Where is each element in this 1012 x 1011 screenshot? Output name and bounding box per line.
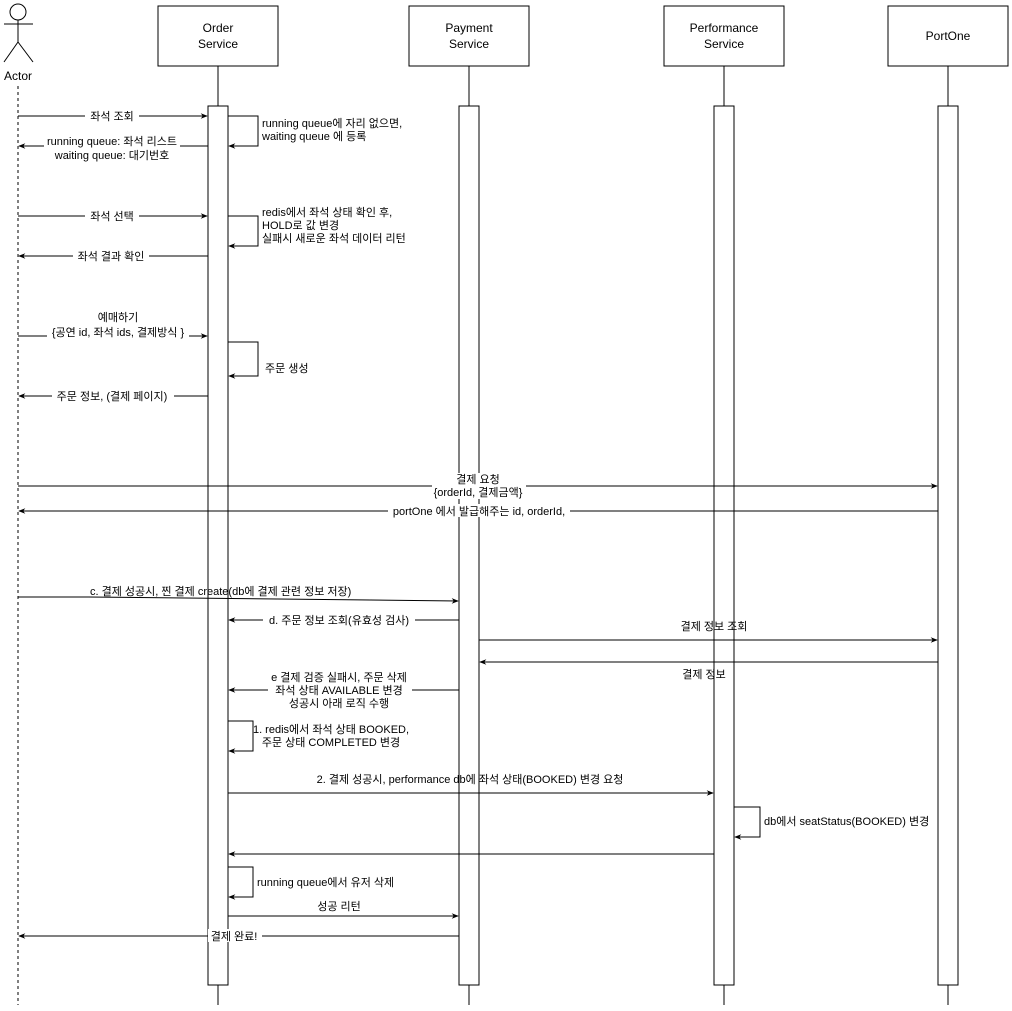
message-label: redis에서 좌석 상태 확인 후,: [262, 206, 392, 219]
participant-box: [663, 5, 785, 67]
self-arrow: [734, 806, 761, 840]
participant-box: [408, 5, 530, 67]
message-label: 실패시 새로운 좌석 데이터 리턴: [262, 232, 406, 245]
activation-bar: [458, 105, 480, 986]
message-label: c. 결제 성공시, 찐 결제 create(db에 결제 관련 정보 저장): [90, 585, 351, 598]
participant-order-service[interactable]: Order Service: [157, 5, 279, 1005]
message-label: 주문 상태 COMPLETED 변경: [262, 736, 400, 749]
message-label: waiting queue: 대기번호: [54, 149, 169, 162]
participant-label: Service: [449, 37, 489, 51]
message-payment-info-return[interactable]: 결제 정보: [479, 659, 938, 681]
message-label: {orderId, 결제금액}: [434, 486, 523, 499]
message-label: waiting queue 에 등록: [261, 130, 366, 143]
participant-portone[interactable]: PortOne: [887, 5, 1009, 1005]
message-label: 2. 결제 성공시, performance db에 좌석 상태(BOOKED)…: [317, 773, 624, 786]
self-message-create-order[interactable]: 주문 생성: [228, 341, 309, 379]
message-label: running queue에 자리 없으면,: [262, 117, 402, 130]
message-label: e 결제 검증 실패시, 주문 삭제: [271, 671, 407, 684]
message-success-return[interactable]: 성공 리턴: [228, 900, 459, 919]
self-message-redis-booked[interactable]: 1. redis에서 좌석 상태 BOOKED, 주문 상태 COMPLETED…: [228, 720, 409, 754]
message-order-validation[interactable]: d. 주문 정보 조회(유효성 검사): [228, 613, 459, 627]
message-payment-request[interactable]: 결제 요청 {orderId, 결제금액}: [18, 473, 938, 499]
message-order-info-return[interactable]: 주문 정보, (결제 페이지): [18, 389, 208, 403]
participant-performance-service[interactable]: Performance Service: [663, 5, 785, 1005]
message-label: 좌석 조회: [90, 110, 134, 123]
self-message-redis-hold[interactable]: redis에서 좌석 상태 확인 후, HOLD로 값 변경 실패시 새로운 좌…: [228, 206, 406, 249]
participant-label: Order: [203, 21, 234, 35]
message-seat-query[interactable]: 좌석 조회: [18, 109, 208, 123]
actor-stick-figure-icon: [3, 3, 34, 63]
message-label: portOne 에서 발급해주는 id, orderId,: [393, 504, 565, 518]
self-arrow: [228, 115, 259, 149]
message-label: HOLD로 값 변경: [262, 219, 339, 232]
message-label: {공연 id, 좌석 ids, 결제방식 }: [52, 326, 185, 339]
self-arrow: [228, 215, 259, 249]
self-message-db-seat-status[interactable]: db에서 seatStatus(BOOKED) 변경: [734, 806, 929, 840]
actor-label: Actor: [4, 69, 32, 83]
message-label: 1. redis에서 좌석 상태 BOOKED,: [253, 723, 409, 736]
participant-label: PortOne: [926, 29, 971, 43]
message-payment-info-query[interactable]: 결제 정보 조회: [479, 620, 938, 643]
activation-bar: [713, 105, 735, 986]
participant-box: [157, 5, 279, 67]
message-portone-id-return[interactable]: portOne 에서 발급해주는 id, orderId,: [18, 504, 938, 518]
message-label: 예매하기: [98, 310, 138, 324]
message-label: 좌석 선택: [90, 210, 134, 223]
message-label: 결제 정보 조회: [681, 620, 748, 633]
self-arrow: [228, 341, 259, 379]
message-label: 좌석 상태 AVAILABLE 변경: [275, 684, 403, 697]
participant-label: Performance: [690, 21, 759, 35]
participant-label: Payment: [445, 21, 493, 35]
participant-label: Service: [198, 37, 238, 51]
message-seat-list-return[interactable]: running queue: 좌석 리스트 waiting queue: 대기번…: [18, 135, 208, 162]
message-label: 좌석 결과 확인: [78, 250, 145, 263]
message-label: 결제 완료!: [211, 930, 258, 943]
message-label: db에서 seatStatus(BOOKED) 변경: [764, 815, 929, 828]
self-message-queue-register[interactable]: running queue에 자리 없으면, waiting queue 에 등…: [228, 115, 402, 149]
participant-label: Service: [704, 37, 744, 51]
message-label: running queue에서 유저 삭제: [257, 876, 394, 889]
participant-payment-service[interactable]: Payment Service: [408, 5, 530, 1005]
activation-bar: [937, 105, 959, 986]
message-label: 주문 정보, (결제 페이지): [57, 390, 168, 403]
message-label: 결제 요청: [456, 473, 500, 486]
message-payment-complete[interactable]: 결제 완료!: [18, 929, 459, 943]
self-message-remove-user[interactable]: running queue에서 유저 삭제: [228, 866, 394, 900]
actor[interactable]: Actor: [3, 3, 34, 1005]
message-arrow: [18, 596, 459, 604]
message-label: 주문 생성: [265, 362, 309, 375]
message-payment-verification[interactable]: e 결제 검증 실패시, 주문 삭제 좌석 상태 AVAILABLE 변경 성공…: [228, 670, 459, 710]
message-label: 성공 리턴: [317, 900, 361, 913]
message-seat-result-return[interactable]: 좌석 결과 확인: [18, 249, 208, 263]
message-label: 결제 정보: [682, 668, 726, 681]
message-label: d. 주문 정보 조회(유효성 검사): [269, 614, 409, 627]
message-label: running queue: 좌석 리스트: [47, 135, 177, 148]
activation-bar: [207, 105, 229, 986]
message-label: 성공시 아래 로직 수행: [289, 697, 389, 710]
message-seat-select[interactable]: 좌석 선택: [18, 209, 208, 223]
message-reserve[interactable]: 예매하기 {공연 id, 좌석 ids, 결제방식 }: [18, 310, 208, 341]
self-arrow: [228, 866, 254, 900]
message-performance-update-request[interactable]: 2. 결제 성공시, performance db에 좌석 상태(BOOKED)…: [228, 773, 714, 796]
self-arrow: [228, 720, 254, 754]
message-payment-create[interactable]: c. 결제 성공시, 찐 결제 create(db에 결제 관련 정보 저장): [18, 585, 459, 604]
